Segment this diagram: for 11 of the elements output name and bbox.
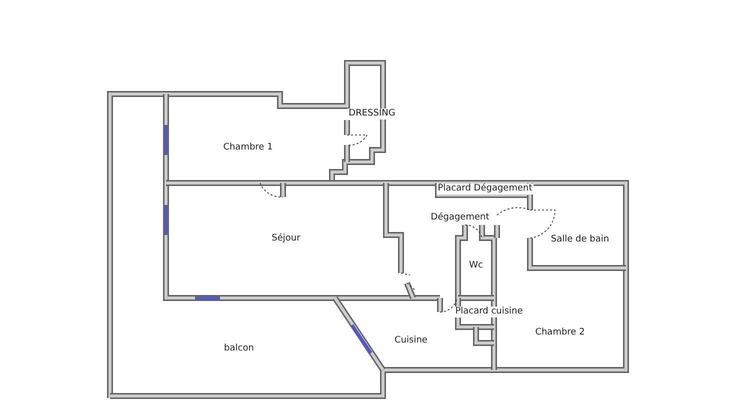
room-label: Placard cuisine: [454, 306, 524, 318]
room-label: Dégagement: [430, 214, 490, 222]
room-label: Salle de bain: [550, 236, 610, 244]
room-label: DRESSING: [348, 108, 396, 120]
room-label: balcon: [224, 344, 254, 354]
room-label: Séjour: [272, 234, 300, 244]
room-label: Cuisine: [394, 336, 428, 346]
room-label: Wc: [469, 262, 483, 270]
room-label: Placard Dégagement: [436, 184, 534, 194]
room-label: Chambre 1: [223, 144, 273, 152]
room-label: Chambre 2: [535, 328, 585, 338]
